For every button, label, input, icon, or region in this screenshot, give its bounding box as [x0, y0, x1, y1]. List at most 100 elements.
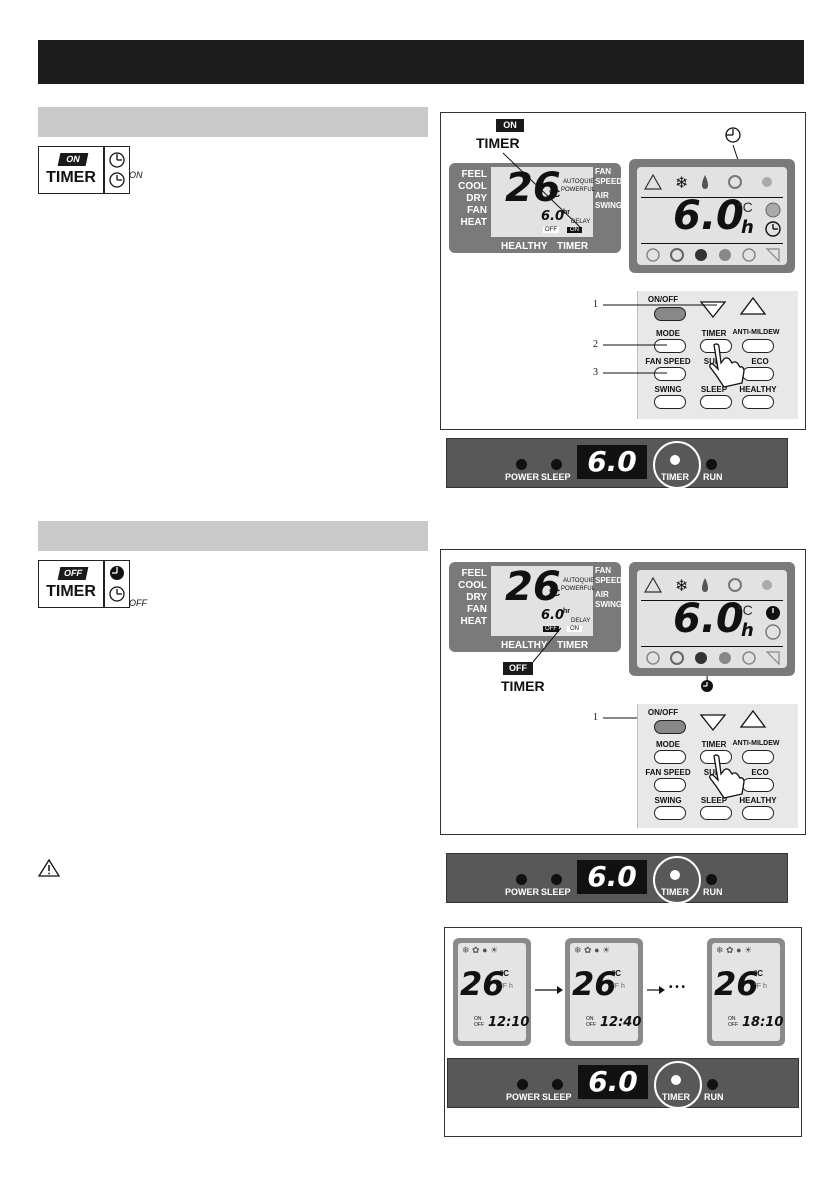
lbl-speed: SPEED	[595, 576, 623, 585]
remote-screen-2: ❄ ✿ ● ☀ 26 °C °F h ON OFF 12:40	[565, 938, 643, 1046]
lcd-timer-value: 6.0	[541, 608, 565, 623]
lcd-off-active: OFF	[543, 626, 559, 632]
seq-deg: °C	[754, 969, 763, 978]
lbl-timer: TIMER	[701, 740, 727, 749]
anti-mildew-button[interactable]	[742, 750, 774, 764]
indoor-lcd-value: 6.0	[673, 193, 744, 239]
mode-button[interactable]	[654, 750, 686, 764]
lcd-on-active: ON	[567, 227, 582, 233]
lbl-sleep: SLEEP	[541, 887, 571, 897]
sleep-led	[551, 459, 562, 470]
on-timer-tag: ON	[496, 119, 524, 132]
timer-word: TIMER	[46, 169, 96, 186]
lcd-timer-unit: hr	[563, 608, 570, 615]
indoor-unit-panel: POWER SLEEP 6.0 TIMER RUN	[446, 853, 788, 904]
indoor-lcd-screen: ❄ 6.0 °C h	[637, 167, 787, 265]
mode-list: FEEL COOL DRY FAN HEAT	[453, 169, 487, 229]
sleep-button[interactable]	[700, 806, 732, 820]
mode-button[interactable]	[654, 339, 686, 353]
callout-1: 1	[593, 712, 598, 723]
lbl-mode: MODE	[656, 740, 680, 749]
lbl-anti-mildew: ANTI-MILDEW	[732, 329, 780, 336]
on-off-button[interactable]	[654, 720, 686, 734]
swing-button[interactable]	[654, 395, 686, 409]
icon-row: ❄ ✿ ● ☀	[462, 945, 499, 955]
lbl-timer: TIMER	[662, 1092, 690, 1102]
mode-heat: HEAT	[460, 616, 487, 627]
mode-icons-row: ❄	[643, 173, 772, 192]
seq-time-3: 18:10	[742, 1015, 784, 1030]
indoor-lcd-unit-h: h	[741, 217, 754, 238]
seq-deg: °C	[612, 969, 621, 978]
seq-fh: °F h	[500, 983, 513, 990]
on-off-button[interactable]	[654, 307, 686, 321]
off-timer-word: TIMER	[501, 678, 545, 694]
healthy-button[interactable]	[742, 806, 774, 820]
lcd-temp: 26	[505, 165, 561, 211]
seq-off: OFF	[586, 1022, 596, 1028]
up-arrow-icon[interactable]	[738, 295, 768, 317]
lbl-eco: ECO	[751, 768, 769, 777]
lbl-speed: SPEED	[595, 177, 623, 186]
lcd-temp-unit: °C	[549, 189, 561, 200]
sleep-led	[551, 874, 562, 885]
lbl-anti-mildew: ANTI-MILDEW	[732, 740, 780, 747]
timer-led[interactable]	[671, 1075, 681, 1085]
lbl-healthy: HEALTHY	[739, 796, 777, 805]
swing-button[interactable]	[654, 806, 686, 820]
screen-inner: ❄ ✿ ● ☀ 26 °C °F h ON OFF 12:40	[570, 943, 641, 1041]
screen-inner: ❄ ✿ ● ☀ 26 °C °F h ON OFF 18:10	[712, 943, 784, 1041]
fan-speed-button[interactable]	[654, 367, 686, 381]
mode-icons-row: ❄	[643, 576, 772, 595]
fan-speed-button[interactable]	[654, 778, 686, 792]
svg-text:❄: ❄	[675, 576, 688, 595]
lbl-on-off: ON/OFF	[647, 708, 679, 717]
timer-ring	[654, 1061, 702, 1109]
lcd-temp: 26	[505, 564, 561, 610]
lcd-autoquiet: AUTOQUIET	[563, 179, 598, 185]
power-led	[516, 874, 527, 885]
lcd-off: OFF	[543, 227, 559, 233]
mode-dry: DRY	[466, 592, 487, 603]
mode-heat: HEAT	[460, 217, 487, 228]
clock-icon-box	[104, 146, 130, 194]
remote-lcd: FEEL COOL DRY FAN HEAT 26 °C AUTOQUIET P…	[449, 562, 623, 652]
mode-cool: COOL	[458, 580, 487, 591]
lcd-divider-2	[641, 243, 783, 244]
eco-button[interactable]	[742, 778, 774, 792]
off-timer-tag: OFF	[503, 662, 533, 675]
seq-temp: 26	[714, 965, 759, 1003]
on-timer-word: TIMER	[476, 135, 520, 151]
clock-on-sub: ON	[129, 170, 143, 180]
timer-off-figure: FEEL COOL DRY FAN HEAT 26 °C AUTOQUIET P…	[440, 549, 806, 835]
timer-ring	[653, 441, 701, 489]
lcd-timer-value: 6.0	[541, 209, 565, 224]
lbl-swing: SWING	[595, 201, 623, 210]
callout-3: 3	[593, 367, 598, 378]
unit-display: 6.0	[577, 860, 647, 894]
callout-1: 1	[593, 299, 598, 310]
lcd-screen: 26 °C AUTOQUIET POWERFUL 6.0 hr DELAY OF…	[491, 564, 598, 636]
mode-feel: FEEL	[461, 169, 487, 180]
seq-off: OFF	[728, 1022, 738, 1028]
lbl-eco: ECO	[751, 357, 769, 366]
svg-text:❄: ❄	[675, 173, 688, 192]
lbl-swing: SWING	[595, 600, 623, 609]
sleep-button[interactable]	[700, 395, 732, 409]
run-led	[706, 874, 717, 885]
down-arrow-icon[interactable]	[698, 299, 728, 319]
healthy-button[interactable]	[742, 395, 774, 409]
clock-filled-icon	[701, 680, 713, 692]
timer-led[interactable]	[670, 455, 680, 465]
lcd-healthy: HEALTHY	[501, 640, 548, 651]
lcd-divider-2	[641, 646, 783, 647]
up-arrow-icon[interactable]	[738, 708, 768, 730]
down-arrow-icon[interactable]	[698, 712, 728, 732]
lcd-screen: 26 °C AUTOQUIET POWERFUL 6.0 hr DELAY OF…	[491, 165, 598, 237]
anti-mildew-button[interactable]	[742, 339, 774, 353]
indoor-lcd-screen: ❄ 6.0 °C h	[637, 570, 787, 668]
lbl-air: AIR	[595, 191, 609, 200]
timer-led[interactable]	[670, 870, 680, 880]
lbl-mode: MODE	[656, 329, 680, 338]
indoor-unit-panel: POWER SLEEP 6.0 TIMER RUN	[446, 438, 788, 489]
